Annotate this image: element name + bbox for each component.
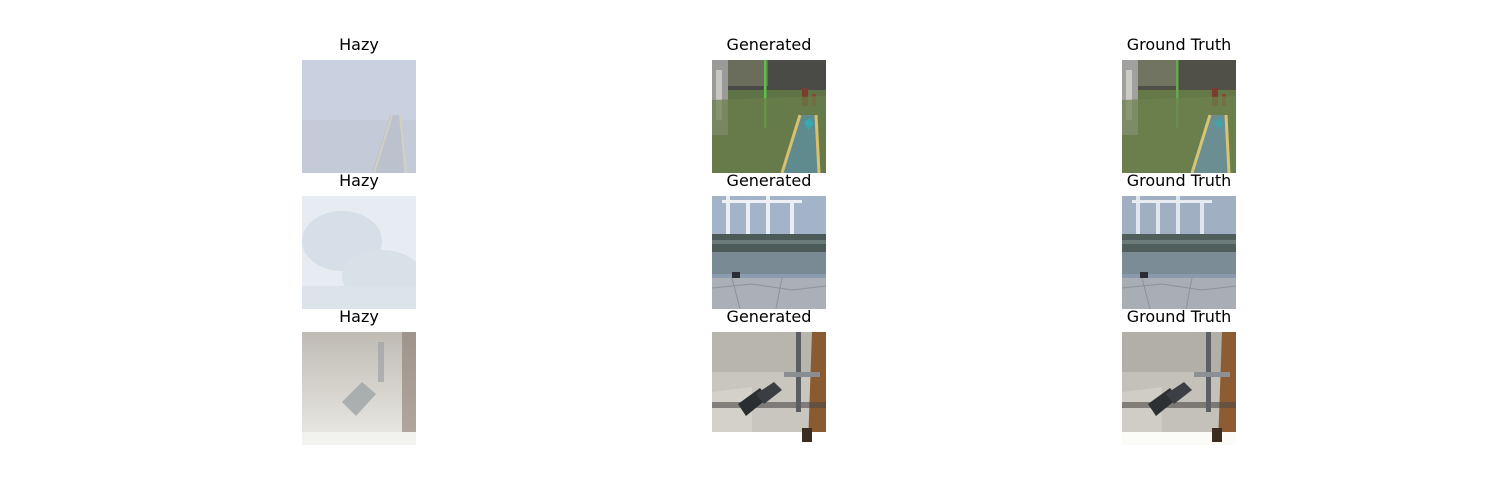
panel-title: Generated [726,171,812,190]
generated-park-image [712,60,826,173]
hazy-garden-image [302,196,416,309]
panel-title: Ground Truth [1126,35,1232,54]
generated-ceiling-image [712,332,826,445]
hazy-park-image [302,60,416,173]
panel-title: Hazy [339,307,379,326]
ground-truth-ceiling-image [1122,332,1236,445]
panel-title: Generated [726,307,812,326]
hazy-ceiling-image [302,332,416,445]
panel-title: Ground Truth [1126,171,1232,190]
ground-truth-garden-image [1122,196,1236,309]
panel-title: Ground Truth [1126,307,1232,326]
panel-title: Generated [726,35,812,54]
panel-title: Hazy [339,35,379,54]
panel-title: Hazy [339,171,379,190]
generated-garden-image [712,196,826,309]
ground-truth-park-image [1122,60,1236,173]
